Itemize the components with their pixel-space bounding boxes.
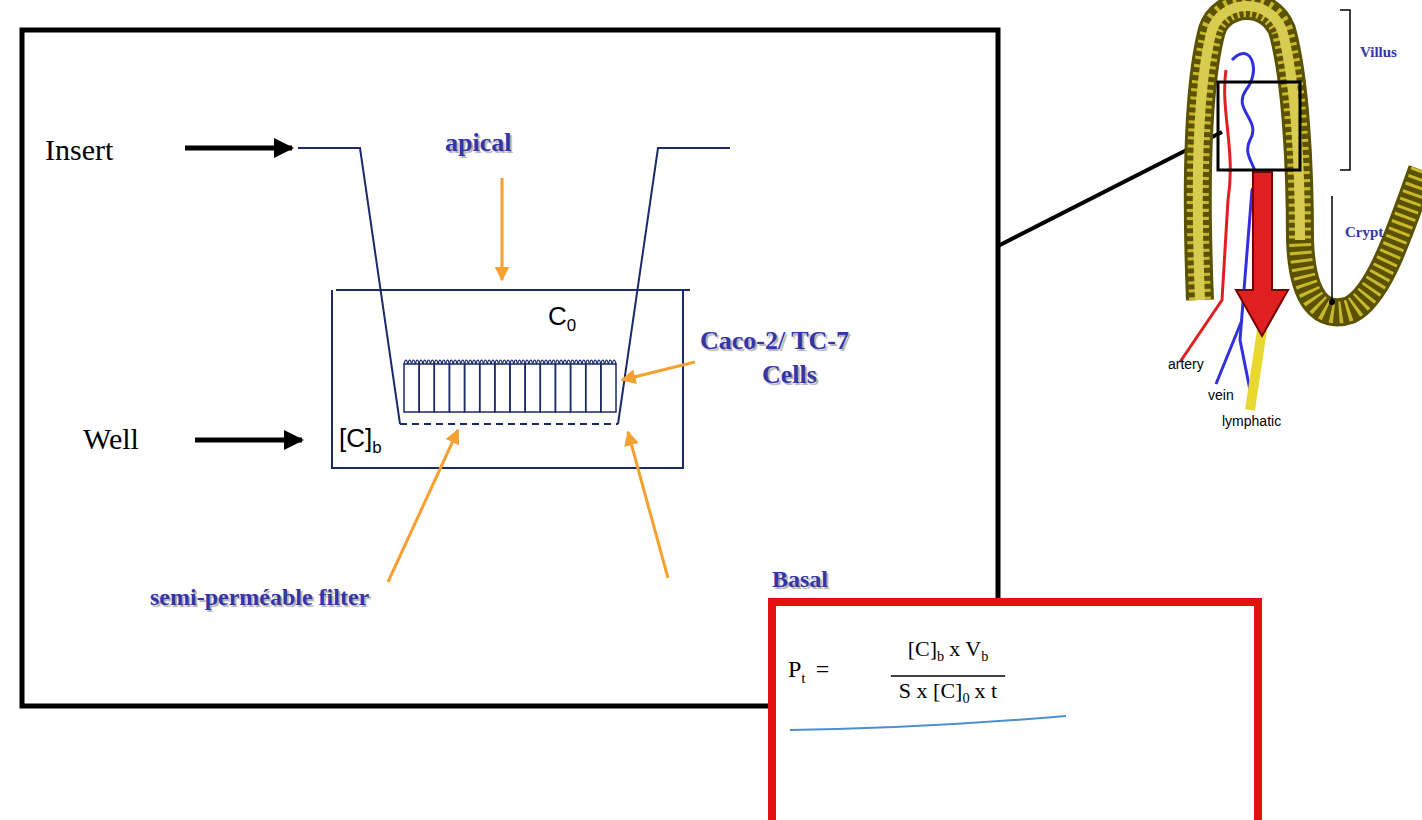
formula-text: x V (949, 636, 981, 661)
side-label: apical (445, 128, 511, 158)
side-label: Basal (772, 566, 828, 594)
part-label: Insert (45, 133, 113, 168)
anatomy-label: vein (1208, 387, 1234, 403)
subscript: b (937, 648, 944, 664)
insert-wall (298, 148, 400, 424)
anatomy-label: Crypt (1345, 224, 1383, 240)
part-label: Well (83, 422, 139, 457)
anatomy-label: vein (1208, 387, 1234, 403)
side-label: apical (445, 128, 511, 157)
cell-label: Caco-2/ TC-7 (700, 326, 849, 356)
side-label: Basal (772, 566, 828, 592)
leader-line (388, 430, 458, 582)
formula-text: S x [C]0 x t (899, 678, 997, 707)
formula-lines (776, 606, 1254, 820)
anatomy-label: Villus (1360, 44, 1397, 61)
filter-label: semi-perméable filter (150, 584, 369, 612)
anatomy-label: artery (1168, 356, 1204, 372)
part-label: Insert (45, 133, 113, 166)
anatomy-label: Crypt (1345, 224, 1383, 241)
leader-line (622, 362, 695, 380)
filter (400, 423, 618, 425)
cell-label: Cells (762, 360, 817, 389)
anatomy-label: lymphatic (1222, 413, 1281, 429)
formula-text: [C]bx Vb (908, 636, 989, 665)
insert-wall (618, 148, 730, 424)
part-label: Well (83, 422, 139, 455)
villus-illustration (1180, 6, 1422, 410)
concentration-label: C (548, 301, 567, 331)
subscript: 0 (567, 316, 576, 335)
leader-line (628, 432, 668, 578)
anatomy-label: lymphatic (1222, 413, 1281, 429)
formula-text: [C] (908, 636, 937, 661)
formula-text: Pt = (788, 656, 829, 687)
formula-text: x t (975, 678, 998, 703)
filter-label: semi-perméable filter (150, 584, 369, 610)
anatomy-label: artery (1168, 356, 1204, 372)
apical-arrow (501, 178, 504, 280)
formula-text: = (816, 656, 830, 682)
formula-box: Pt=[C]bx VbS x [C]0x t (768, 598, 1262, 820)
concentration-label: C0 (548, 302, 576, 336)
cell-label: Caco-2/ TC-7 (700, 326, 849, 355)
cell-layer (404, 360, 616, 412)
subscript: t (801, 669, 805, 686)
subscript: 0 (962, 690, 969, 706)
subscript: b (981, 648, 988, 664)
concentration-label: [C] (339, 423, 372, 453)
well-arrow (195, 438, 302, 443)
cell-label: Cells (762, 360, 817, 390)
concentration-label: [C]b (339, 424, 382, 458)
formula-text: S x [C] (899, 678, 963, 703)
subscript: b (372, 438, 381, 457)
insert-arrow (185, 146, 292, 151)
anatomy-label: Villus (1360, 44, 1397, 60)
formula-text: P (788, 656, 801, 682)
